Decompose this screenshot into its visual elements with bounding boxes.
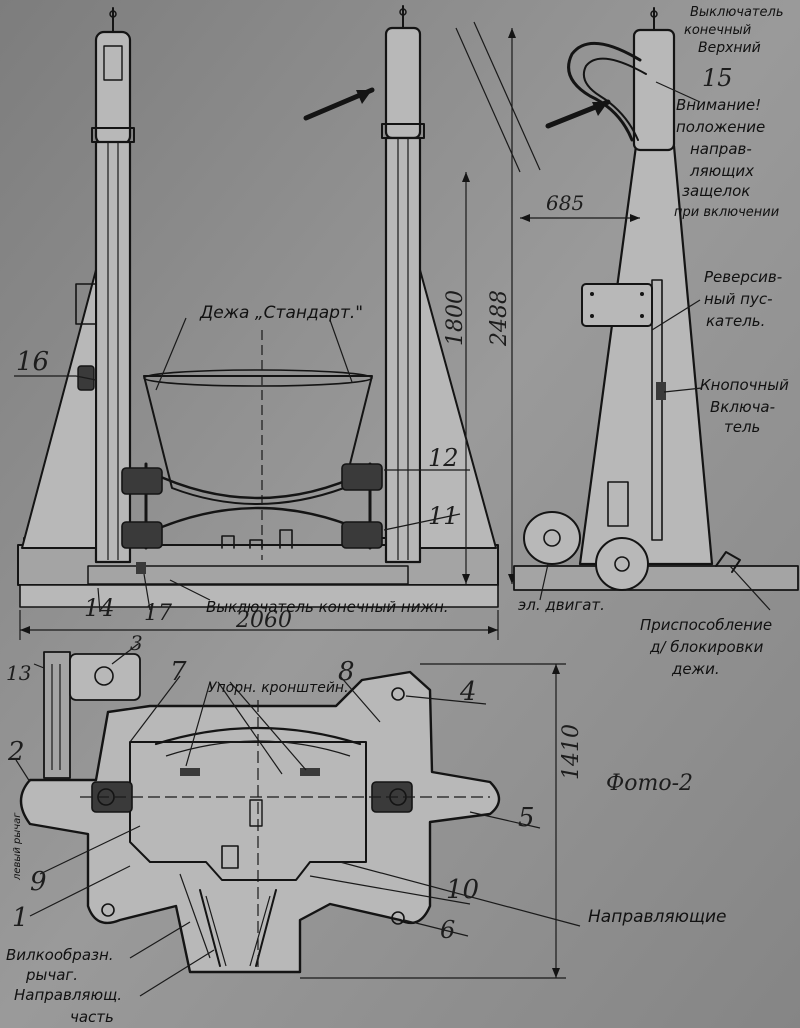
label-button-1: Кнопочный	[700, 376, 789, 394]
callout-2: 2	[7, 737, 25, 767]
label-attention-5: защелок	[682, 182, 750, 200]
dim-2060: 2060	[235, 608, 292, 633]
callout-9: 9	[30, 867, 47, 897]
dim-1800: 1800	[443, 290, 468, 346]
side-base	[513, 565, 799, 591]
label-limit-switch-lower: Выключатель конечный нижн.	[206, 598, 449, 616]
motor	[523, 511, 581, 565]
callout-17: 17	[144, 601, 172, 626]
label-locking-1: Приспособление	[640, 616, 772, 634]
callout-1: 1	[12, 903, 29, 933]
label-locking-3: дежи.	[671, 660, 720, 678]
callout-12: 12	[428, 444, 459, 472]
label-guide-part-1: Направляющ.	[14, 986, 122, 1004]
label-locking-2: д/ блокировки	[649, 638, 764, 656]
callout-15: 15	[702, 64, 733, 92]
label-reversing-2: ный пус-	[704, 290, 773, 308]
callout-7: 7	[170, 657, 187, 687]
label-photo-note: Фото-2	[606, 771, 693, 796]
left-column	[94, 140, 132, 564]
left-roller-upper	[121, 467, 163, 495]
label-support-brackets: Упорн. кронштейн.	[208, 680, 349, 696]
callout-11: 11	[428, 502, 459, 530]
callout-5: 5	[518, 803, 535, 833]
left-roller-lower	[121, 521, 163, 549]
callout-8: 8	[338, 657, 355, 687]
label-attention-4: ляющих	[689, 162, 754, 180]
label-limit-upper-3: Верхний	[698, 40, 761, 56]
label-button-2: Включа-	[710, 398, 775, 416]
dim-2488: 2488	[487, 290, 512, 347]
dough-bowl	[143, 375, 373, 505]
front-base-plate	[17, 544, 499, 586]
right-roller-upper	[341, 463, 383, 491]
label-button-3: тель	[724, 418, 760, 436]
dim-1410: 1410	[559, 724, 584, 780]
gear-wheel	[595, 537, 649, 591]
front-foundation	[19, 584, 499, 608]
left-brace	[21, 269, 97, 549]
right-roller-lower	[341, 521, 383, 549]
callout-16: 16	[16, 347, 49, 377]
side-view: 685 15 Выключатель конечный Верхний Вним…	[455, 5, 799, 678]
callout-6: 6	[440, 916, 455, 944]
right-column-top	[384, 26, 422, 140]
label-guides: Направляющие	[588, 907, 726, 927]
callout-13: 13	[6, 661, 31, 685]
label-attention-3: направ-	[690, 140, 752, 158]
plan-drive-unit	[43, 651, 71, 779]
callout-4: 4	[459, 677, 477, 707]
right-column	[384, 136, 422, 564]
dim-685: 685	[546, 191, 584, 215]
label-limit-upper-1: Выключатель	[690, 5, 783, 20]
label-attention-1: Внимание!	[676, 96, 761, 114]
label-forked-lever-1: Вилкообразн.	[6, 946, 114, 964]
label-motor: эл. двигат.	[518, 596, 605, 614]
callout-14: 14	[84, 594, 115, 622]
label-reversing-3: катель.	[706, 312, 765, 330]
right-brace	[419, 269, 497, 549]
callout-10: 10	[446, 875, 479, 905]
label-attention-2: положение	[676, 118, 765, 136]
callout-3: 3	[130, 631, 143, 655]
label-reversing-1: Реверсив-	[704, 268, 782, 286]
label-dough-bowl: Дежа „Стандарт."	[199, 303, 363, 323]
label-side-note: левый рычаг	[12, 812, 23, 881]
front-view: 2060 1800 2488 16 12 11 14 17 Дежа „Стан…	[14, 5, 516, 640]
label-forked-lever-2: рычаг.	[25, 966, 78, 984]
label-attention-6: при включении	[674, 205, 779, 220]
label-limit-upper-2: конечный	[684, 23, 751, 38]
reversing-starter-box	[581, 283, 653, 327]
plan-view: 1410 13 3 7 8 4 2 5 9 10 1 6 Упорн. крон…	[6, 631, 726, 1026]
label-guide-part-2: часть	[70, 1008, 114, 1026]
